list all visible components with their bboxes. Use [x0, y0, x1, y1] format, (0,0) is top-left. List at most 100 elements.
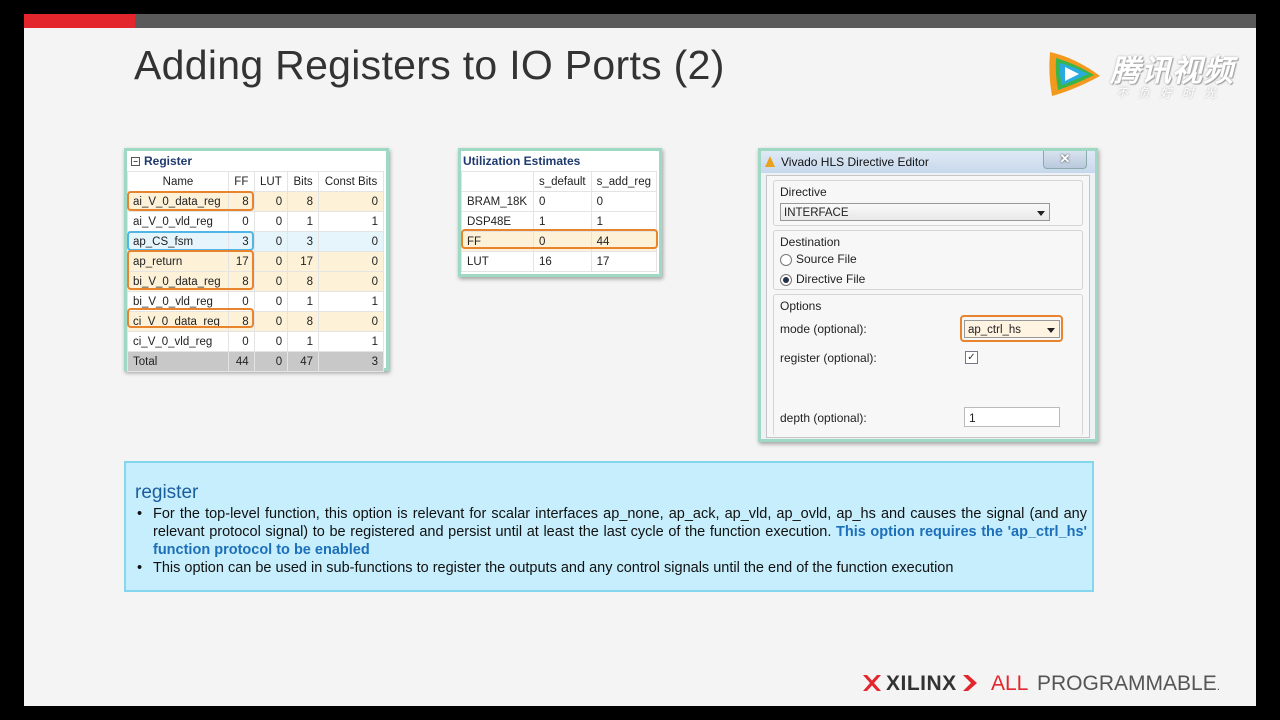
cell: 0 — [253, 331, 289, 352]
vivado-app-icon — [765, 156, 775, 167]
chevron-down-icon — [1047, 328, 1055, 333]
column-header — [461, 171, 534, 192]
top-bar — [24, 14, 1256, 28]
directive-select[interactable]: INTERFACE — [780, 203, 1050, 221]
cell: BRAM_18K — [461, 191, 534, 212]
cell: 0 — [253, 231, 289, 252]
cell: 1 — [287, 331, 320, 352]
cell: 1 — [318, 211, 384, 232]
watermark-name: 腾讯视频 — [1110, 55, 1234, 88]
cell: LUT — [461, 251, 534, 272]
cell: 0 — [253, 271, 289, 292]
cell: Total — [127, 351, 229, 372]
mode-select[interactable]: ap_ctrl_hs — [964, 320, 1060, 338]
cell: 0 — [253, 191, 289, 212]
cell: 0 — [228, 291, 255, 312]
directive-file-label[interactable]: Directive File — [796, 272, 866, 286]
destination-group: Destination Source File Directive File — [773, 230, 1083, 290]
depth-input[interactable]: 1 — [964, 407, 1060, 427]
destination-label: Destination — [780, 235, 841, 249]
cell: 1 — [318, 291, 384, 312]
column-header: s_add_reg — [590, 171, 658, 192]
column-header: FF — [228, 171, 255, 192]
bullet-text: This option can be used in sub-functions… — [153, 560, 954, 576]
cell: 16 — [532, 251, 592, 272]
close-button[interactable]: ✕ — [1043, 151, 1087, 169]
dialog-titlebar[interactable]: Vivado HLS Directive Editor ✕ — [761, 151, 1095, 173]
info-box: register For the top-level function, thi… — [124, 461, 1094, 592]
cell: 0 — [228, 211, 255, 232]
dialog-body: Directive INTERFACE Destination Source F… — [766, 175, 1090, 438]
cell: 8 — [287, 271, 320, 292]
source-file-label[interactable]: Source File — [796, 252, 857, 266]
mode-value: ap_ctrl_hs — [968, 324, 1022, 336]
column-header: Bits — [287, 171, 320, 192]
chevron-down-icon — [1037, 211, 1045, 216]
highlight-return-bi-data — [127, 250, 254, 290]
highlight-cs-fsm — [127, 231, 254, 251]
highlight-ai-data — [127, 191, 254, 211]
cell: 17 — [287, 251, 320, 272]
tagline-programmable-text: PROGRAMMABLE — [1037, 672, 1217, 695]
directive-label: Directive — [780, 185, 827, 199]
register-checkbox[interactable]: ✓ — [965, 351, 978, 364]
register-panel-title: Register — [144, 154, 193, 168]
cell: 8 — [287, 311, 320, 332]
cell: 0 — [318, 271, 384, 292]
watermark-slogan: 不负好时光 — [1116, 86, 1227, 100]
table-header-row: s_default s_add_reg — [461, 171, 658, 192]
highlight-ci-data — [127, 308, 254, 328]
info-title: register — [135, 482, 199, 503]
table-header-row: Name FF LUT Bits Const Bits — [127, 171, 384, 192]
source-file-radio[interactable] — [780, 254, 792, 266]
mode-label: mode (optional): — [780, 322, 867, 336]
cell: 0 — [228, 331, 255, 352]
cell: 0 — [318, 231, 384, 252]
directive-group: Directive INTERFACE — [773, 180, 1083, 226]
xilinx-x-icon — [863, 674, 881, 691]
highlight-ff-row — [461, 229, 658, 249]
chevron-right-icon — [963, 675, 977, 691]
list-item: This option can be used in sub-functions… — [135, 559, 1087, 577]
register-panel-header[interactable]: −Register — [127, 151, 386, 171]
watermark: 腾讯视频 不负好时光 — [1044, 44, 1254, 108]
slide-title: Adding Registers to IO Ports (2) — [134, 42, 725, 88]
cell: 0 — [253, 211, 289, 232]
register-label: register (optional): — [780, 351, 877, 365]
column-header: Const Bits — [318, 171, 384, 192]
directive-file-radio[interactable] — [780, 274, 792, 286]
cell: 0 — [590, 191, 658, 212]
cell: 1 — [287, 211, 320, 232]
directive-editor-dialog: Vivado HLS Directive Editor ✕ Directive … — [758, 148, 1098, 442]
collapse-icon[interactable]: − — [131, 157, 140, 167]
cell: 17 — [590, 251, 658, 272]
info-list: For the top-level function, this option … — [135, 505, 1087, 577]
cell: 0 — [253, 351, 289, 372]
cell: 3 — [287, 231, 320, 252]
slide: Adding Registers to IO Ports (2) 腾讯视频 不负… — [24, 14, 1256, 706]
utilization-panel: Utilization Estimates s_default s_add_re… — [458, 148, 662, 277]
cell: 1 — [287, 291, 320, 312]
bullet-text: For the top-level function, this option … — [153, 506, 1087, 540]
list-item: For the top-level function, this option … — [135, 505, 1087, 559]
depth-label: depth (optional): — [780, 411, 867, 425]
cell: 0 — [318, 311, 384, 332]
column-header: s_default — [532, 171, 592, 192]
column-header: Name — [127, 171, 229, 192]
tagline-programmable: PROGRAMMABLE. — [1037, 672, 1220, 696]
highlight-mode-select — [960, 315, 1063, 342]
cell: 1 — [318, 331, 384, 352]
dialog-title: Vivado HLS Directive Editor — [781, 155, 929, 169]
column-header: LUT — [253, 171, 289, 192]
cell: ai_V_0_vld_reg — [127, 211, 229, 232]
cell: 0 — [253, 311, 289, 332]
